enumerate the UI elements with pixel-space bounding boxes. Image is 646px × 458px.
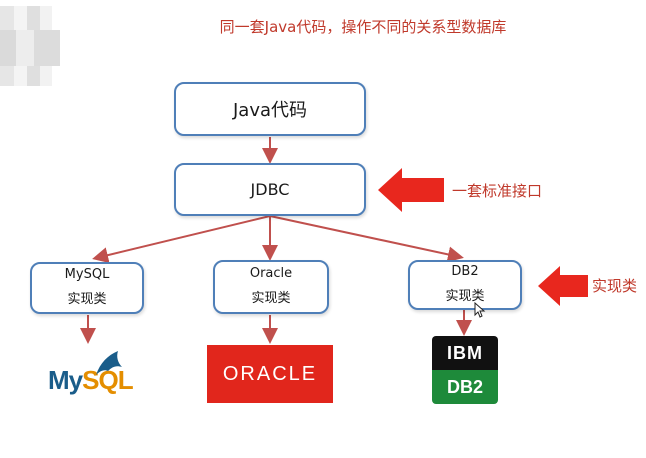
dolphin-icon [96,351,122,375]
standard-interface-label: 一套标准接口 [452,182,543,200]
left-arrow-icon [378,168,444,212]
mouse-cursor-icon [474,302,486,318]
java-code-label: Java代码 [232,100,308,121]
db2-logo-text: DB2 [432,370,498,404]
oracle-impl-box: Oracle 实现类 [213,260,329,314]
db2-impl-box: DB2 实现类 [408,260,522,310]
oracle-logo: ORACLE [207,345,333,403]
mysql-logo-my: My [48,365,83,395]
db2-name: DB2 [451,264,479,280]
java-code-box: Java代码 [174,82,366,136]
arrow-jdbc-to-mysql [92,215,271,263]
left-arrow-icon [538,266,588,306]
ibm-logo-text: IBM [432,336,498,370]
oracle-name: Oracle [249,266,293,282]
mysql-impl-label: 实现类 [67,292,107,307]
mysql-logo: MySQL [48,351,134,396]
jdbc-label: JDBC [250,180,290,199]
ibm-db2-logo: IBM DB2 [432,336,498,404]
blurred-region [0,6,60,86]
jdbc-box: JDBC [174,163,366,216]
arrow-jdbc-to-db2 [269,215,464,263]
mysql-name: MySQL [64,267,110,283]
oracle-impl-label: 实现类 [251,291,291,306]
db2-impl-label: 实现类 [445,289,485,304]
diagram-title: 同一套Java代码，操作不同的关系型数据库 [219,18,507,36]
implementation-label: 实现类 [592,277,638,295]
mysql-impl-box: MySQL 实现类 [30,262,144,314]
